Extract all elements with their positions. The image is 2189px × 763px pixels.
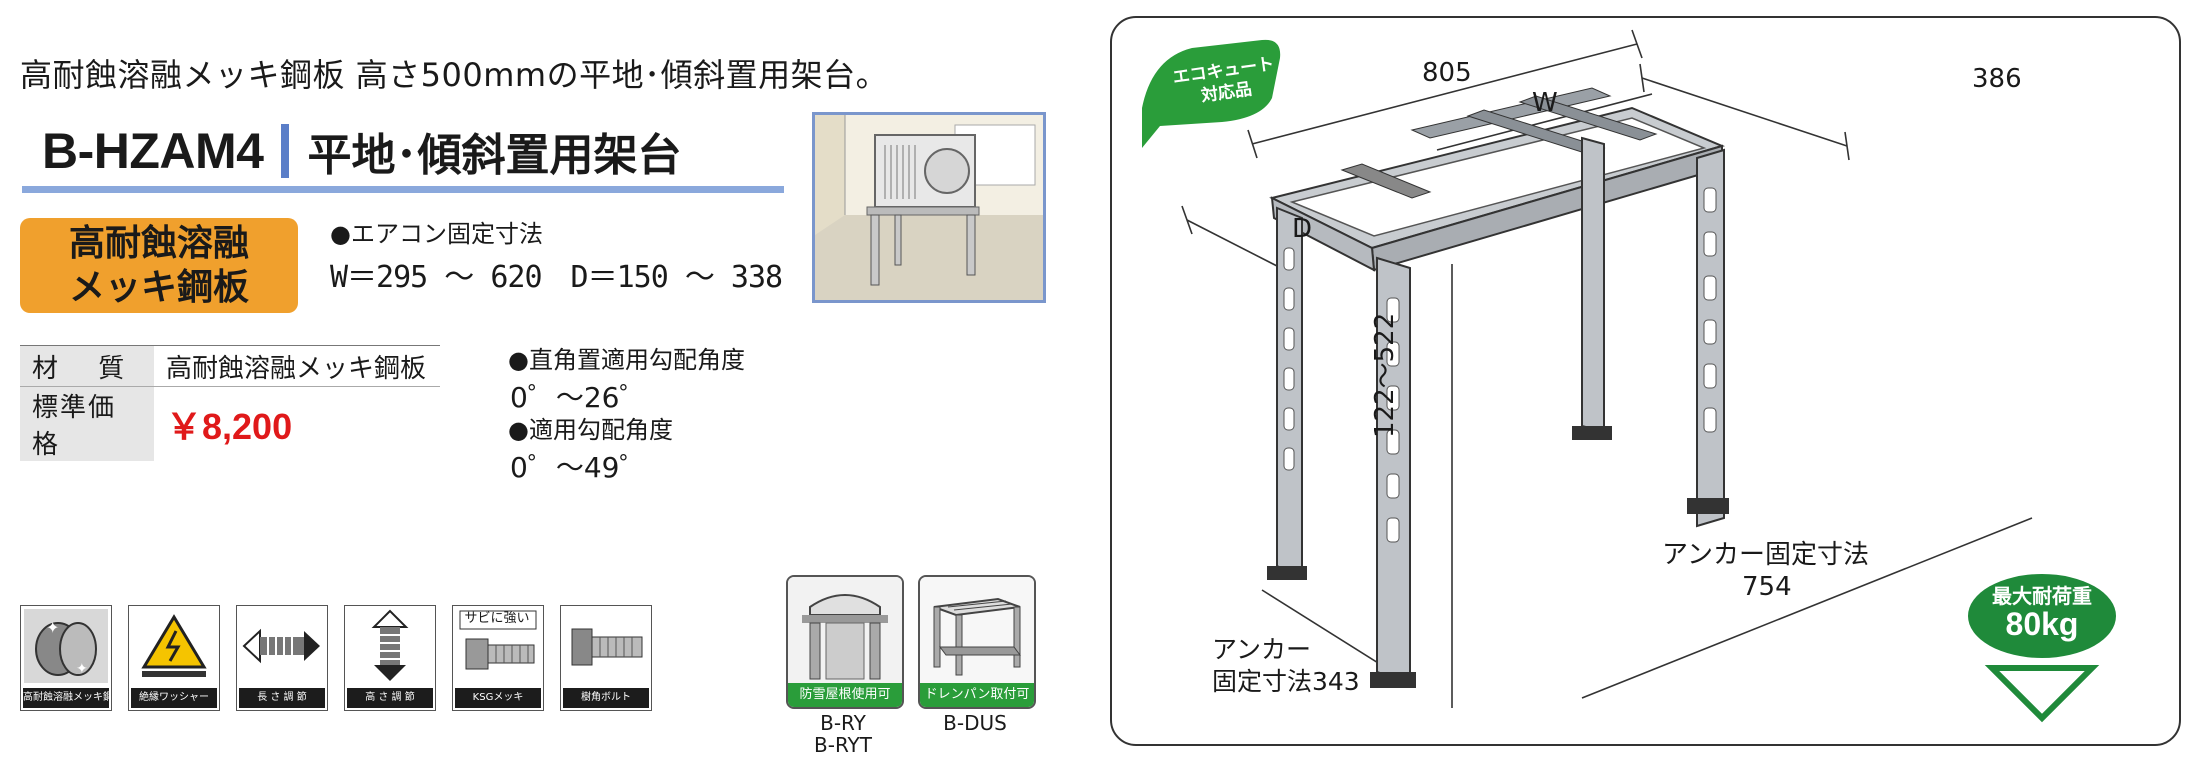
length-adjust-icon bbox=[240, 609, 324, 683]
feature-height-adjust: 高 さ 調 節 bbox=[344, 605, 436, 711]
model-name: 平地･傾斜置用架台 bbox=[307, 130, 682, 181]
product-dimension-drawing bbox=[1142, 29, 2116, 723]
square-bolt-icon bbox=[564, 609, 648, 683]
right-angle-slope-label: ●直角置適用勾配角度 bbox=[508, 346, 745, 374]
option-model-ryt: B-RYT bbox=[814, 733, 872, 757]
coating-icon: ✦ ✦ bbox=[24, 609, 108, 683]
option-model-ry: B-RY bbox=[820, 711, 866, 735]
dimension-w: W bbox=[1532, 88, 1558, 118]
anchor-dimension-label: アンカー固定寸法 bbox=[1662, 540, 1869, 570]
applicable-slope-label: ●適用勾配角度 bbox=[508, 416, 673, 444]
leg-feet bbox=[1267, 426, 1729, 688]
option-caption: ドレンパン取付可 bbox=[920, 683, 1034, 707]
spec-table: 材 質 高耐蝕溶融メッキ鋼板 標準価格 ￥8,200 bbox=[20, 345, 440, 461]
price-value: ￥8,200 bbox=[166, 406, 293, 447]
load-label: 最大耐荷重 bbox=[1992, 584, 2092, 608]
material-badge: 高耐蝕溶融 メッキ鋼板 bbox=[20, 218, 298, 313]
material-badge-line1: 高耐蝕溶融 bbox=[68, 222, 249, 264]
table-row: 材 質 高耐蝕溶融メッキ鋼板 bbox=[20, 345, 440, 387]
fixing-dimension-value: W＝295 ～ 620 D＝150 ～ 338 bbox=[330, 260, 783, 295]
material-badge-line2: メッキ鋼板 bbox=[68, 266, 249, 308]
feature-label: 高 さ 調 節 bbox=[347, 688, 433, 708]
anchor-side-dimension: アンカー 固定寸法343 bbox=[1212, 634, 1360, 698]
leg-slots bbox=[1283, 187, 1717, 543]
option-model-dus: B-DUS bbox=[943, 711, 1007, 735]
price-key: 標準価格 bbox=[20, 386, 154, 461]
feature-coating: ✦ ✦ 高耐蝕溶融メッキ鋼板 bbox=[20, 605, 112, 711]
feature-length-adjust: 長 さ 調 節 bbox=[236, 605, 328, 711]
table-row: 標準価格 ￥8,200 bbox=[20, 386, 440, 461]
svg-text:✦: ✦ bbox=[46, 618, 59, 637]
tagline: 高耐蝕溶融メッキ鋼板 高さ500mmの平地･傾斜置用架台。 bbox=[20, 56, 889, 94]
feature-label: 高耐蝕溶融メッキ鋼板 bbox=[23, 688, 109, 708]
feature-label: 絶縁ワッシャー bbox=[131, 688, 217, 708]
installation-illustration bbox=[812, 112, 1046, 303]
feature-ksg-plating: サビに強い KSGメッキ bbox=[452, 605, 544, 711]
load-arrow-icon bbox=[1984, 665, 2100, 723]
material-key: 材 質 bbox=[20, 345, 154, 387]
load-badge-shape bbox=[1968, 574, 2116, 658]
bolt-icon bbox=[456, 609, 540, 683]
fixing-dimension-label: ●エアコン固定寸法 bbox=[330, 220, 543, 248]
dimension-height: 122～522 bbox=[1370, 312, 1400, 438]
feature-label: KSGメッキ bbox=[455, 688, 541, 708]
dimension-386: 386 bbox=[1972, 64, 2022, 94]
anchor-dimension-754: 754 bbox=[1742, 572, 1792, 602]
feature-label: 長 さ 調 節 bbox=[239, 688, 325, 708]
dimension-805: 805 bbox=[1422, 58, 1472, 88]
anchor-side-line2: 固定寸法343 bbox=[1212, 667, 1360, 696]
dimension-diagram-panel: エコキュート 対応品 805 386 W D 122～522 アンカー固定寸法 … bbox=[1110, 16, 2181, 746]
option-drain-pan: ドレンパン取付可 bbox=[918, 575, 1036, 709]
height-adjust-icon bbox=[348, 609, 432, 683]
feature-label: 樹角ボルト bbox=[563, 688, 649, 708]
svg-text:✦: ✦ bbox=[76, 661, 88, 677]
warning-washer-icon bbox=[132, 609, 216, 683]
model-divider bbox=[281, 124, 290, 178]
frame-top bbox=[1269, 87, 1725, 272]
drain-pan-icon bbox=[920, 577, 1034, 683]
model-underline bbox=[22, 186, 784, 193]
dimension-lines bbox=[1181, 29, 2033, 708]
feature-square-bolt: 樹角ボルト bbox=[560, 605, 652, 711]
applicable-slope-value: 0゜～49゜ bbox=[510, 451, 648, 484]
option-snow-roof: 防雪屋根使用可 bbox=[786, 575, 904, 709]
option-caption: 防雪屋根使用可 bbox=[788, 683, 902, 707]
snow-roof-icon bbox=[788, 577, 902, 683]
load-value: 80kg bbox=[2005, 606, 2079, 642]
dimension-d: D bbox=[1292, 214, 1313, 244]
eco-badge-shape bbox=[1142, 39, 1281, 148]
model-header: B-HZAM4 平地･傾斜置用架台 bbox=[42, 118, 681, 184]
right-angle-slope-value: 0゜～26゜ bbox=[510, 381, 648, 414]
feature-washer: 絶縁ワッシャー bbox=[128, 605, 220, 711]
material-value: 高耐蝕溶融メッキ鋼板 bbox=[154, 345, 440, 387]
model-code: B-HZAM4 bbox=[42, 123, 264, 179]
anchor-side-line1: アンカー bbox=[1212, 635, 1312, 664]
feature-top-text: サビに強い bbox=[464, 611, 530, 626]
